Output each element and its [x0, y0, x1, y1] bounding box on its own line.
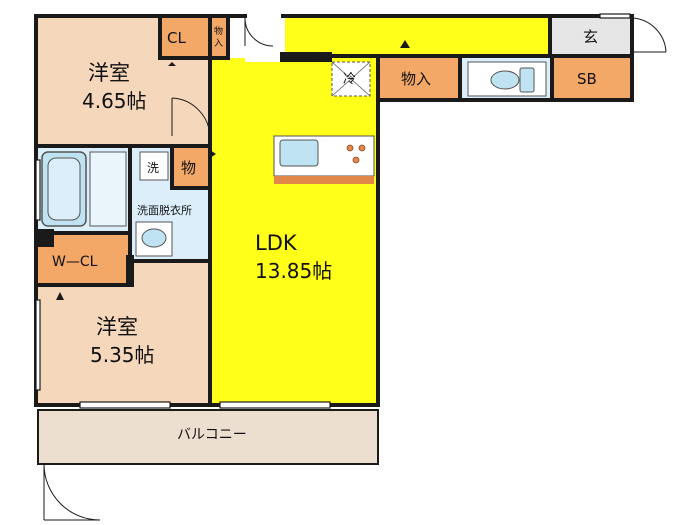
storage-small-label-2: 入 — [214, 38, 223, 49]
western-room-2-size: 5.35帖 — [90, 343, 155, 367]
door-marker-icon — [56, 40, 410, 300]
washer-box — [139, 151, 169, 181]
walk-in-closet-label: W—CL — [52, 254, 98, 270]
bathtub-icon — [41, 151, 87, 227]
western-room-2-area — [38, 285, 210, 403]
washroom-label: 洗面脱衣所 — [137, 203, 192, 217]
refrigerator-icon — [331, 61, 371, 97]
washer-label: 洗 — [147, 161, 159, 175]
wall-block-2 — [36, 229, 54, 247]
closet-area — [160, 18, 210, 58]
ldk-name: LDK — [255, 231, 298, 255]
hall-storage-label: 物入 — [401, 70, 431, 88]
sink-icon — [135, 221, 173, 257]
shoe-box-area — [552, 58, 630, 98]
kitchen-sink-icon — [279, 139, 319, 167]
door-swing-icon — [43, 17, 667, 521]
closet-label: CL — [167, 29, 186, 47]
balcony-outline — [37, 409, 379, 465]
western-room-2-upper — [130, 261, 210, 285]
western-room-1-size: 4.65帖 — [82, 89, 147, 113]
refrigerator-label: 冷 — [343, 72, 356, 87]
ldk-size: 13.85帖 — [255, 259, 332, 283]
balcony-label: バルコニー — [177, 427, 247, 443]
wall-block-3 — [126, 255, 134, 287]
wall-block-1 — [280, 52, 332, 62]
storage-mid-label: 物 — [181, 159, 196, 177]
window-icon — [35, 13, 631, 409]
balcony-area — [38, 410, 378, 464]
western-room-2-name: 洋室 — [96, 315, 138, 339]
shoe-box-label: SB — [577, 70, 597, 88]
entrance-area — [550, 18, 630, 58]
hall-storage-area — [378, 58, 460, 98]
ldk-area — [210, 58, 378, 403]
entrance-label: 玄 — [583, 28, 598, 46]
ldk-upper-area — [245, 18, 285, 62]
storage-mid-area — [172, 148, 208, 188]
storage-small-label-1: 物 — [214, 25, 223, 37]
shower-panel — [89, 151, 127, 227]
stove-icon — [346, 144, 366, 164]
western-room-1-name: 洋室 — [88, 61, 130, 85]
toilet-icon — [467, 61, 547, 97]
corridor-area — [283, 18, 550, 54]
storage-small-area — [210, 18, 228, 58]
